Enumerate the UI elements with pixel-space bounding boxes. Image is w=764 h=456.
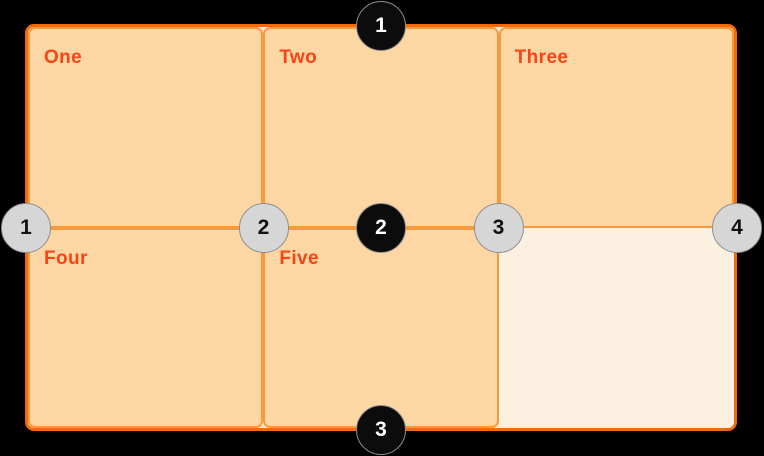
row-line-2-marker-icon: 2 xyxy=(356,202,406,253)
grid-cell-five: Five xyxy=(263,227,499,428)
grid-cell-one: One xyxy=(28,27,264,228)
cell-label: Five xyxy=(279,247,319,269)
column-line-4-marker-icon: 4 xyxy=(712,202,762,253)
column-line-4-number: 4 xyxy=(731,215,743,239)
row-line-3-marker-icon: 3 xyxy=(356,404,406,455)
column-line-1-number: 1 xyxy=(20,215,32,239)
cell-label: Two xyxy=(279,47,318,68)
cell-label: Three xyxy=(514,47,569,68)
grid-container: One Two Three Four Five xyxy=(25,24,737,431)
cell-label: Four xyxy=(44,247,88,269)
grid-cell-two: Two xyxy=(263,27,499,228)
column-line-3-number: 3 xyxy=(492,215,505,239)
grid-cell-four: Four xyxy=(28,227,264,428)
column-line-2-number: 2 xyxy=(257,215,270,239)
row-line-1-number: 1 xyxy=(375,14,387,37)
row-line-2-number: 2 xyxy=(375,215,387,239)
row-line-3-number: 3 xyxy=(375,417,387,441)
grid-cell-three: Three xyxy=(498,27,734,228)
column-line-3-marker-icon: 3 xyxy=(473,202,524,253)
grid-cell-empty xyxy=(499,228,734,429)
cell-label: One xyxy=(44,47,83,68)
row-line-1-marker-icon: 1 xyxy=(356,1,406,51)
column-line-2-marker-icon: 2 xyxy=(238,202,289,253)
column-line-1-marker-icon: 1 xyxy=(1,202,51,253)
